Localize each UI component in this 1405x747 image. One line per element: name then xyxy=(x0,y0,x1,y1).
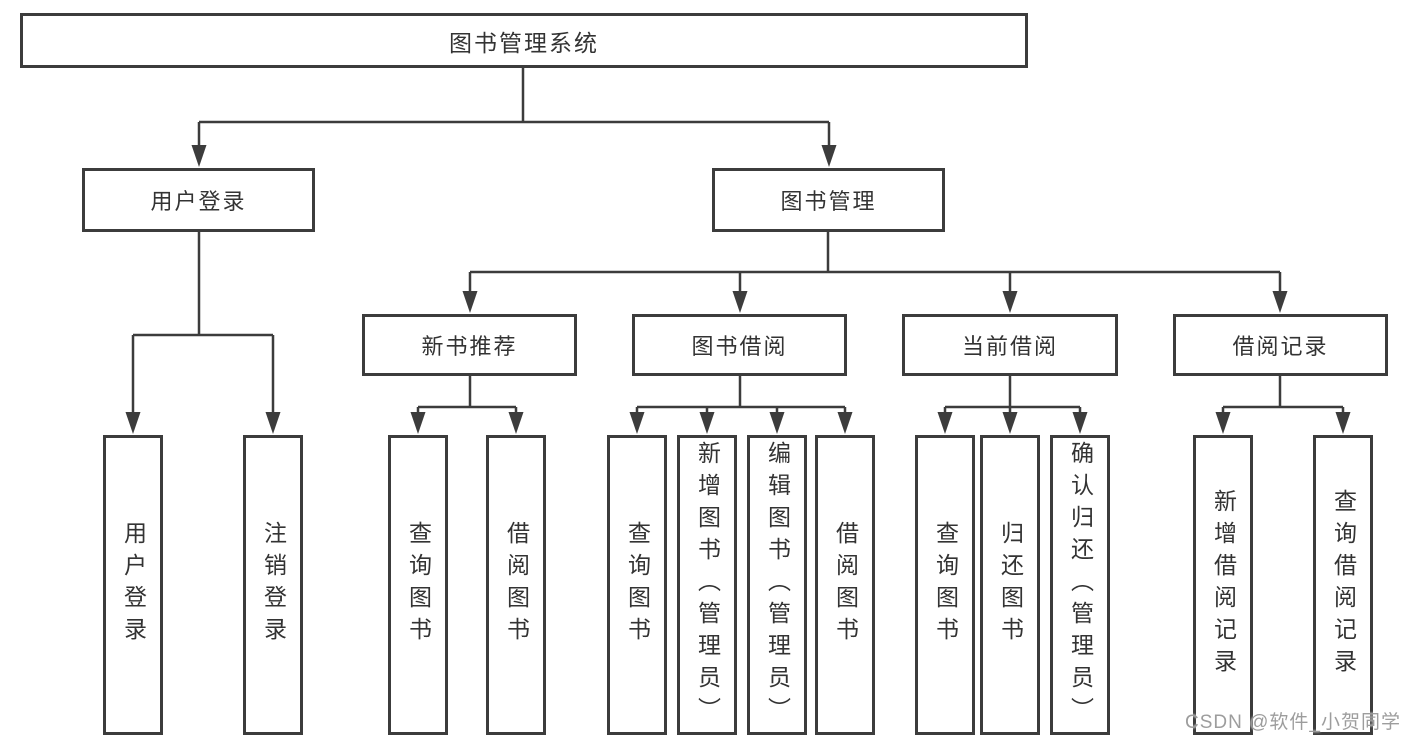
leaf-query-books-current-label: 查询图书 xyxy=(932,521,959,649)
leaf-borrow-books-recommend-label: 借阅图书 xyxy=(503,521,530,649)
arrow-down-icon xyxy=(937,412,953,434)
arrow-down-icon xyxy=(699,412,715,434)
leaf-query-books-recommend: 查询图书 xyxy=(388,435,448,735)
leaf-borrow-books: 借阅图书 xyxy=(815,435,875,735)
node-book-management-label: 图书管理 xyxy=(780,189,877,214)
leaf-borrow-books-recommend: 借阅图书 xyxy=(486,435,546,735)
arrow-down-icon xyxy=(1215,412,1231,434)
arrow-down-icon xyxy=(1272,291,1288,313)
arrow-down-icon xyxy=(629,412,645,434)
leaf-query-books-current: 查询图书 xyxy=(915,435,975,735)
leaf-return-books-label: 归还图书 xyxy=(997,521,1024,649)
leaf-confirm-return-admin: 确认归还（管理员） xyxy=(1050,435,1110,735)
leaf-query-books-borrow-label: 查询图书 xyxy=(624,521,651,649)
arrow-down-icon xyxy=(508,412,524,434)
node-book-borrow: 图书借阅 xyxy=(632,314,847,376)
node-book-borrow-label: 图书借阅 xyxy=(691,334,788,359)
node-new-book-recommend: 新书推荐 xyxy=(362,314,577,376)
arrow-down-icon xyxy=(265,412,281,434)
leaf-confirm-return-admin-label: 确认归还（管理员） xyxy=(1067,441,1094,729)
leaf-add-book-admin: 新增图书（管理员） xyxy=(677,435,737,735)
leaf-edit-book-admin: 编辑图书（管理员） xyxy=(747,435,807,735)
node-current-borrow: 当前借阅 xyxy=(902,314,1118,376)
arrow-down-icon xyxy=(1002,291,1018,313)
node-borrow-records-label: 借阅记录 xyxy=(1232,334,1329,359)
arrow-down-icon xyxy=(1002,412,1018,434)
node-user-login-label: 用户登录 xyxy=(150,189,247,214)
node-book-management: 图书管理 xyxy=(712,168,945,232)
leaf-add-borrow-record-label: 新增借阅记录 xyxy=(1210,489,1237,681)
arrow-down-icon xyxy=(769,412,785,434)
arrow-down-icon xyxy=(191,145,207,167)
node-borrow-records: 借阅记录 xyxy=(1173,314,1388,376)
arrow-down-icon xyxy=(1072,412,1088,434)
arrow-down-icon xyxy=(1335,412,1351,434)
leaf-add-book-admin-label: 新增图书（管理员） xyxy=(694,441,721,729)
leaf-borrow-books-label: 借阅图书 xyxy=(832,521,859,649)
leaf-query-books-borrow: 查询图书 xyxy=(607,435,667,735)
leaf-query-books-recommend-label: 查询图书 xyxy=(405,521,432,649)
node-root-label: 图书管理系统 xyxy=(449,29,599,56)
node-current-borrow-label: 当前借阅 xyxy=(961,334,1058,359)
csdn-watermark: CSDN @软件_小贺同学 xyxy=(1185,712,1401,733)
leaf-query-borrow-record: 查询借阅记录 xyxy=(1313,435,1373,735)
node-new-book-recommend-label: 新书推荐 xyxy=(421,334,518,359)
arrow-down-icon xyxy=(837,412,853,434)
arrow-down-icon xyxy=(125,412,141,434)
leaf-query-borrow-record-label: 查询借阅记录 xyxy=(1330,489,1357,681)
leaf-user-login: 用户登录 xyxy=(103,435,163,735)
leaf-logout: 注销登录 xyxy=(243,435,303,735)
node-user-login: 用户登录 xyxy=(82,168,315,232)
leaf-add-borrow-record: 新增借阅记录 xyxy=(1193,435,1253,735)
node-root: 图书管理系统 xyxy=(20,13,1028,68)
leaf-return-books: 归还图书 xyxy=(980,435,1040,735)
leaf-user-login-label: 用户登录 xyxy=(120,521,147,649)
arrow-down-icon xyxy=(821,145,837,167)
arrow-down-icon xyxy=(410,412,426,434)
arrow-down-icon xyxy=(732,291,748,313)
leaf-logout-label: 注销登录 xyxy=(260,521,287,649)
arrow-down-icon xyxy=(462,291,478,313)
leaf-edit-book-admin-label: 编辑图书（管理员） xyxy=(764,441,791,729)
